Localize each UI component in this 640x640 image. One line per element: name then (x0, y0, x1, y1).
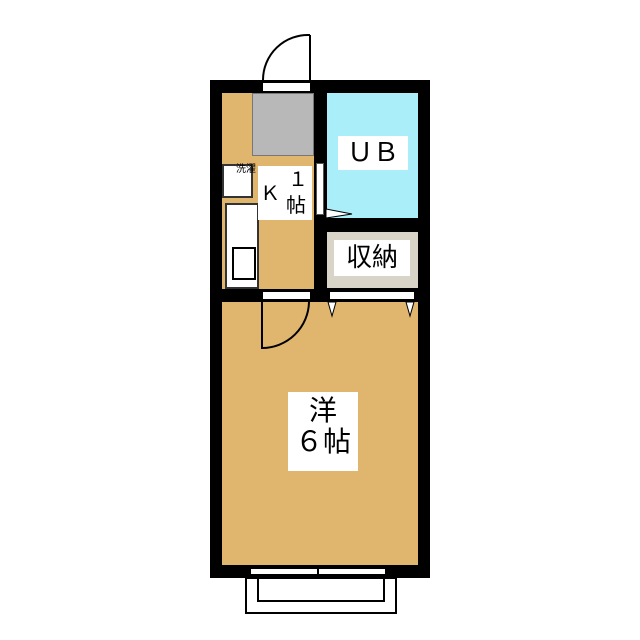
interior-wall (327, 218, 418, 232)
sink-basin (232, 247, 256, 280)
entrance-floor (252, 93, 314, 156)
closet-door-arrow-icon (327, 301, 415, 318)
kitchen-label-k: Ｋ (260, 181, 280, 205)
western-room-label: 洋 ６帖 (288, 392, 358, 471)
room-door-opening (263, 292, 310, 299)
kitchen-label: １ Ｋ 帖 (258, 166, 312, 220)
western-room-size: ６帖 (294, 424, 351, 458)
kitchen-label-number: １ (288, 167, 308, 191)
unit-bath-label: ＵＢ (338, 136, 408, 170)
entrance-door-icon (261, 33, 311, 81)
washer-space (222, 164, 253, 198)
balcony (245, 577, 397, 614)
balcony-inner (257, 577, 385, 602)
bath-door-opening (316, 163, 324, 215)
storage-label: 収納 (334, 240, 410, 276)
western-room-type: 洋 (308, 394, 337, 427)
room-door-icon (261, 301, 310, 350)
closet-door-opening (330, 292, 414, 299)
bath-door-arrow-icon (325, 208, 353, 219)
kitchen-label-unit: 帖 (286, 193, 306, 217)
washer-label: 洗濯 (236, 164, 256, 175)
entrance-door-opening (263, 83, 310, 91)
